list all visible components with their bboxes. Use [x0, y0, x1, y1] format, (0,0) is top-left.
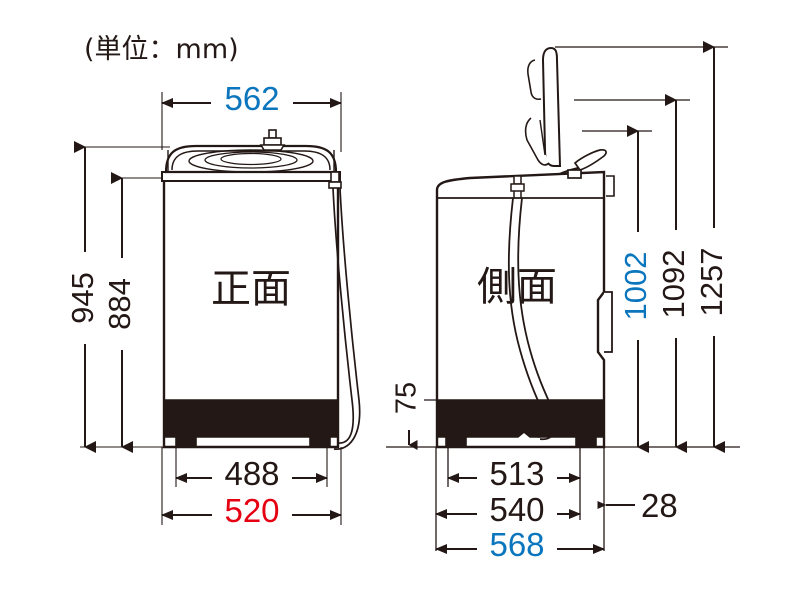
dim-side-513: 513	[447, 455, 581, 492]
dim-side-1092: 1092	[656, 94, 694, 453]
side-drain-hose	[507, 197, 558, 441]
dim-label-1257: 1257	[694, 248, 729, 317]
dim-label-1092: 1092	[656, 250, 691, 319]
side-base-plinth	[436, 399, 605, 448]
side-lid-hinge	[567, 148, 607, 179]
dim-side-540: 540	[435, 491, 581, 528]
dim-side-568: 568	[435, 526, 605, 563]
front-view-group: 562 945 884	[65, 80, 361, 529]
dim-label-884: 884	[102, 278, 137, 330]
dim-label-945: 945	[65, 272, 100, 324]
dim-side-1002: 1002	[618, 125, 656, 453]
dim-front-foot-488: 488	[175, 455, 328, 492]
dim-label-568: 568	[489, 526, 544, 563]
dim-label-540: 540	[489, 491, 544, 528]
dim-side-75: 75	[391, 368, 424, 450]
dim-side-1257: 1257	[694, 41, 732, 453]
side-view-group: 側面 1002 1092 1257 75 513	[386, 41, 740, 563]
dim-label-513: 513	[489, 455, 544, 492]
front-drain-hose	[332, 187, 361, 450]
front-view-label: 正面	[211, 266, 291, 312]
side-open-lid	[524, 46, 562, 167]
front-lid-knob	[259, 129, 286, 151]
front-hose-hook	[328, 171, 342, 189]
dim-label-488: 488	[224, 455, 279, 492]
dim-front-height-945: 945	[65, 141, 102, 453]
dim-label-75: 75	[391, 382, 423, 414]
side-top-knob	[510, 175, 525, 198]
dim-label-562: 562	[224, 80, 279, 117]
side-cabinet	[435, 170, 615, 449]
unit-title: (単位：mm)	[84, 34, 239, 65]
dim-front-foot-520: 520	[161, 492, 342, 529]
front-cabinet	[161, 171, 341, 449]
dim-label-28: 28	[641, 487, 678, 524]
dim-label-1002: 1002	[618, 252, 653, 321]
dim-side-28: 28	[597, 487, 678, 524]
front-base-plinth	[163, 399, 339, 448]
side-view-label: 側面	[477, 264, 557, 310]
front-lid	[164, 144, 338, 174]
dim-front-width-562: 562	[161, 80, 342, 117]
dim-label-520: 520	[224, 492, 279, 529]
dim-front-height-884: 884	[102, 172, 139, 453]
